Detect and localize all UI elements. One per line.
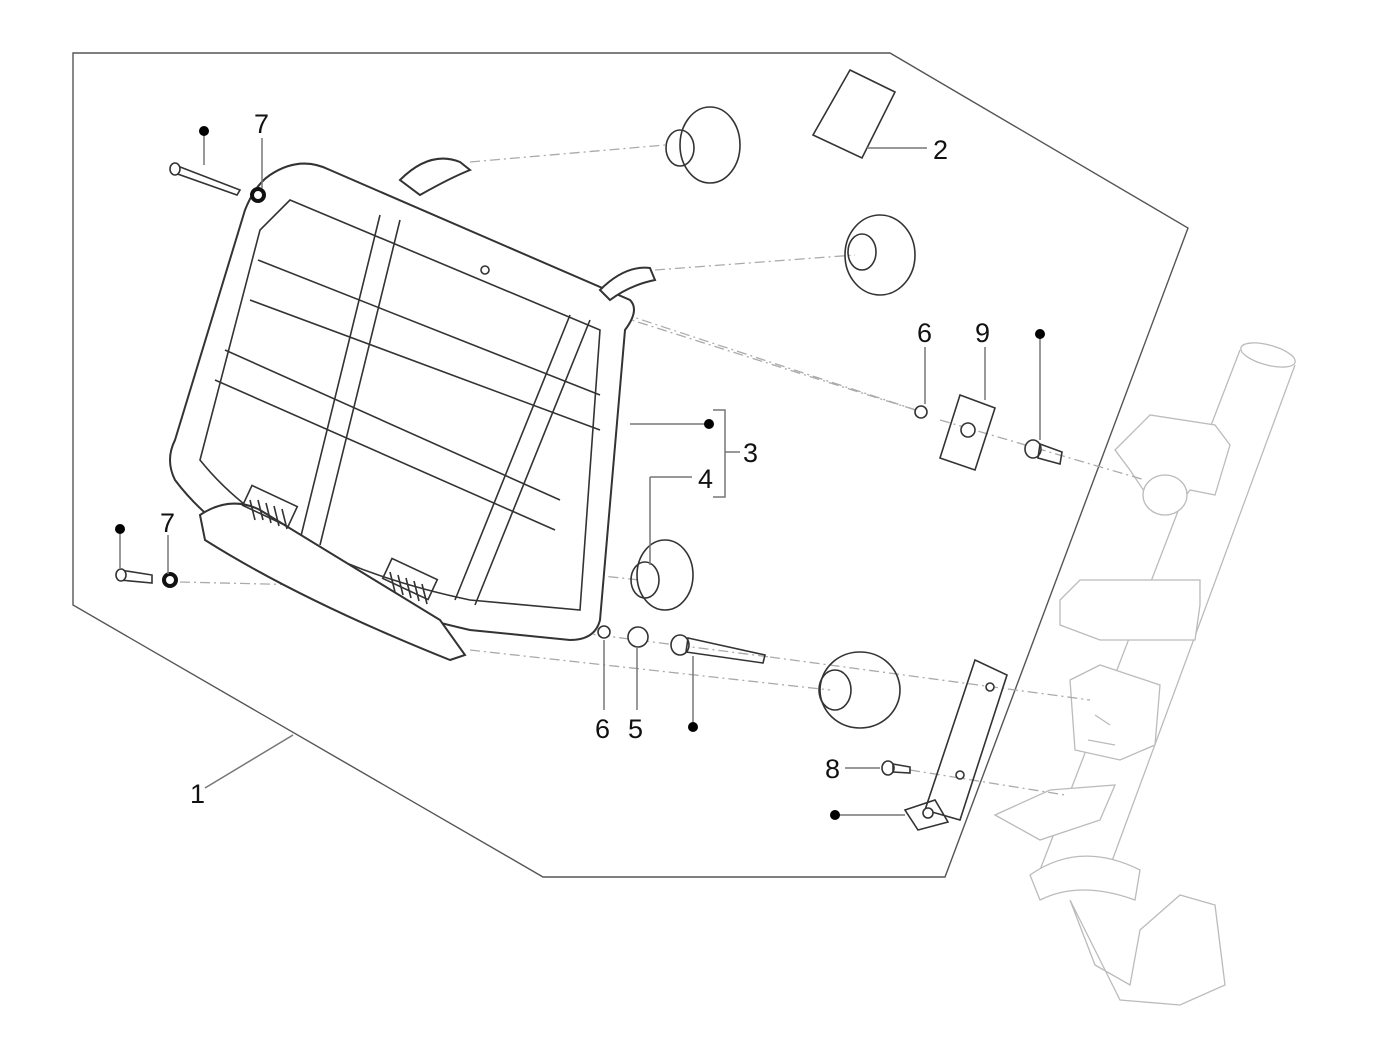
nut-7-top — [250, 187, 266, 203]
marker-dot-bolt-lower — [115, 524, 125, 534]
steering-column-context — [993, 342, 1296, 1006]
washer-6-upper — [914, 405, 928, 419]
kit-boundary-outline — [72, 52, 1189, 878]
callout-6-lower: 6 — [595, 714, 610, 744]
nut-7-lower — [162, 572, 178, 588]
callout-9: 9 — [975, 318, 990, 348]
rubber-bumper-top-1 — [665, 106, 741, 184]
washer-6-lower — [597, 625, 611, 639]
bolt-top-left — [169, 162, 242, 196]
leader-lines — [119, 132, 1041, 816]
rubber-pad-hole — [960, 422, 976, 438]
bracket — [903, 658, 1008, 831]
bolt-lower-left — [115, 568, 153, 584]
luggage-rack — [169, 157, 657, 662]
callout-8: 8 — [825, 754, 840, 784]
marker-dot-bracket — [830, 810, 840, 820]
callout-2: 2 — [933, 135, 948, 165]
marker-dot-long-bolt — [688, 722, 698, 732]
rubber-pad-9 — [939, 393, 996, 472]
marker-dot-rack — [704, 419, 714, 429]
screw-8 — [881, 760, 911, 776]
instruction-sheet-shape — [811, 68, 897, 160]
callout-6-upper: 6 — [917, 318, 932, 348]
rubber-bumper-mid — [630, 539, 694, 611]
washer-5 — [627, 626, 649, 648]
marker-dot-screw-right — [1035, 329, 1045, 339]
callout-7-top: 7 — [254, 109, 269, 139]
long-bolt — [670, 634, 766, 664]
callout-4: 4 — [698, 464, 713, 494]
screw-right — [1024, 439, 1063, 466]
callout-7-lower: 7 — [160, 508, 175, 538]
marker-dot-bolt-top — [199, 126, 209, 136]
callout-5: 5 — [628, 714, 643, 744]
callout-1: 1 — [190, 779, 205, 809]
callout-3: 3 — [743, 438, 758, 468]
rubber-bumper-low — [818, 651, 901, 729]
rubber-bumper-top-2 — [844, 214, 916, 296]
